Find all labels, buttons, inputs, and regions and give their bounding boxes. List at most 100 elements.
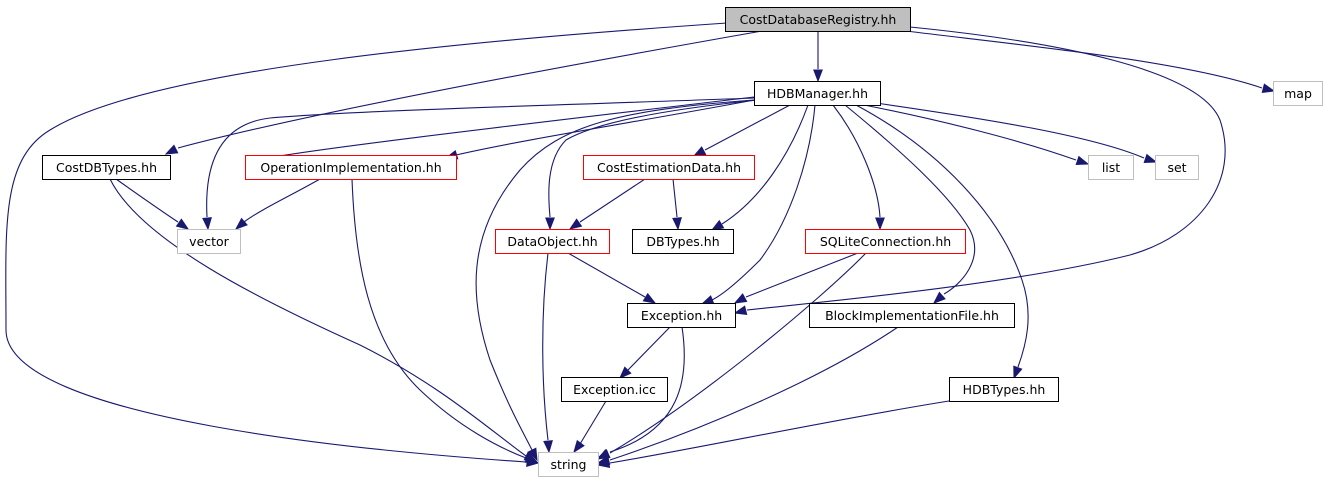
node-sqlite[interactable]: SQLiteConnection.hh: [805, 229, 966, 254]
node-costest[interactable]: CostEstimationData.hh: [583, 155, 755, 180]
edge-root-to-exception: [733, 26, 1226, 315]
edge-hdbmanager-to-dataobject: [545, 99, 759, 231]
node-label: map: [1284, 86, 1312, 101]
arrowhead-icon: [710, 219, 725, 231]
arrowhead-icon: [527, 447, 538, 462]
arrowhead-icon: [1143, 153, 1158, 164]
node-box: [725, 7, 911, 32]
edge-line: [905, 30, 1263, 89]
node-label: Exception.icc: [573, 382, 656, 397]
node-box: [754, 81, 881, 106]
edge-line: [875, 102, 1145, 159]
edge-hdbmanager-to-list: [863, 104, 1090, 166]
edge-line: [257, 96, 755, 161]
edge-line: [579, 400, 607, 445]
node-hdbmanager[interactable]: HDBManager.hh: [754, 81, 881, 106]
edge-root-to-costdbtypes: [164, 30, 763, 155]
node-vector: vector: [177, 229, 241, 254]
edge-hdbtypes-to-string: [596, 400, 950, 468]
node-label: CostEstimationData.hh: [597, 160, 741, 175]
edge-costdbtypes-to-vector: [115, 178, 190, 230]
edge-line: [721, 104, 809, 225]
node-set: set: [1155, 155, 1199, 180]
node-blockimpl[interactable]: BlockImplementationFile.hh: [809, 303, 1015, 328]
edge-line: [609, 400, 950, 464]
arrowhead-icon: [543, 440, 553, 454]
node-box: [1273, 81, 1323, 106]
edge-hdbmanager-to-hdbtypes: [855, 104, 1029, 380]
node-box: [583, 155, 755, 180]
arrowhead-icon: [545, 217, 555, 231]
node-label: DataObject.hh: [507, 234, 597, 249]
edge-line: [609, 252, 867, 454]
edge-line: [704, 104, 791, 151]
node-box: [538, 452, 599, 477]
arrowhead-icon: [524, 453, 539, 463]
node-label: CostDatabaseRegistry.hh: [740, 12, 897, 27]
edge-line: [567, 252, 646, 298]
node-label: DBTypes.hh: [646, 234, 719, 249]
arrowhead-icon: [234, 217, 248, 230]
edge-hdbmanager-to-exception: [700, 104, 816, 305]
edge-opimpl-to-string: [351, 178, 539, 463]
edge-line: [745, 252, 859, 298]
node-root[interactable]: CostDatabaseRegistry.hh: [725, 7, 911, 32]
edge-line: [115, 178, 179, 223]
node-label: Exception.hh: [641, 308, 722, 323]
node-box: [1155, 155, 1199, 180]
node-box: [495, 229, 610, 254]
node-box: [42, 155, 171, 180]
edge-hdbmanager-to-costest: [692, 104, 791, 157]
edge-costest-to-dataobject: [568, 178, 646, 230]
node-box: [809, 303, 1015, 328]
node-list: list: [1088, 155, 1134, 180]
edge-hdbmanager-to-set: [875, 102, 1158, 164]
edge-root-to-hdbmanager: [813, 31, 823, 83]
edge-line: [206, 97, 755, 218]
node-label: vector: [189, 234, 230, 249]
edge-line: [863, 104, 1077, 161]
arrowhead-icon: [672, 217, 682, 231]
node-label: CostDBTypes.hh: [56, 160, 157, 175]
edge-dataobject-to-string: [542, 252, 553, 454]
edge-line: [746, 26, 1226, 311]
node-label: SQLiteConnection.hh: [820, 234, 951, 249]
edge-line: [672, 178, 678, 218]
node-box: [627, 303, 736, 328]
edge-exceptionicc-to-string: [573, 400, 607, 454]
node-exception[interactable]: Exception.hh: [627, 303, 736, 328]
node-label: string: [551, 457, 587, 472]
edge-line: [109, 178, 527, 457]
node-box: [949, 377, 1059, 402]
edge-line: [548, 99, 759, 218]
edge-line: [579, 178, 646, 223]
edge-sqlite-to-exception: [733, 252, 859, 304]
node-dataobject[interactable]: DataObject.hh: [495, 229, 610, 254]
edge-line: [351, 178, 527, 459]
node-costdbtypes[interactable]: CostDBTypes.hh: [42, 155, 171, 180]
node-box: [245, 155, 457, 180]
node-box: [632, 229, 734, 254]
node-exceptionicc[interactable]: Exception.icc: [561, 377, 668, 402]
edge-opimpl-to-vector: [234, 178, 321, 230]
arrowhead-icon: [733, 293, 748, 304]
arrowhead-icon: [932, 291, 946, 304]
arrowhead-icon: [164, 144, 179, 155]
node-box: [561, 377, 668, 402]
node-dbtypes[interactable]: DBTypes.hh: [632, 229, 734, 254]
edge-line: [177, 30, 763, 149]
edge-hdbmanager-to-string: [475, 99, 755, 462]
node-box: [1088, 155, 1134, 180]
edge-hdbmanager-to-blockimpl: [844, 104, 976, 304]
edge-line: [855, 104, 1029, 368]
node-opimpl[interactable]: OperationImplementation.hh: [245, 155, 457, 180]
edge-line: [711, 104, 816, 301]
edge-hdbmanager-to-vector: [202, 97, 755, 231]
node-map: map: [1273, 81, 1323, 106]
arrowhead-icon: [619, 366, 632, 379]
node-hdbtypes[interactable]: HDBTypes.hh: [949, 377, 1059, 402]
arrowhead-icon: [813, 69, 823, 83]
node-label: HDBManager.hh: [767, 86, 868, 101]
edge-line: [627, 326, 671, 371]
